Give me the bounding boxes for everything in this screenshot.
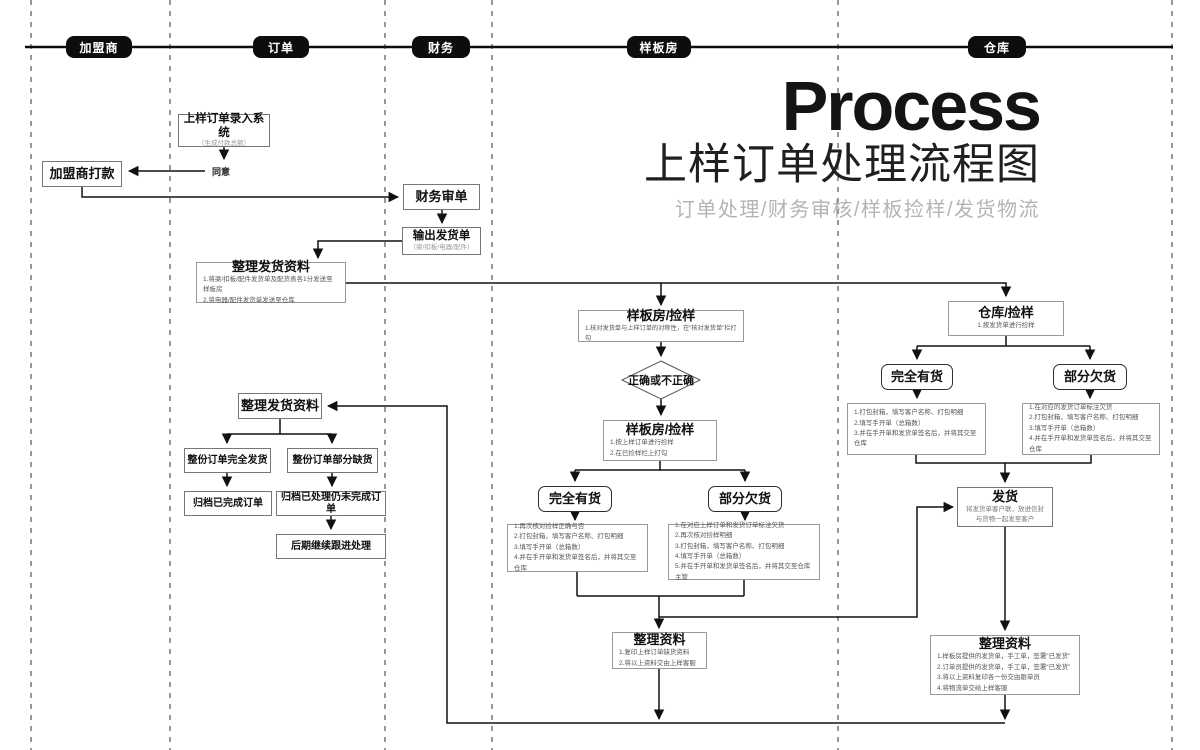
node-prep1-item: 2.将电器/配件发货单发送至仓库: [203, 296, 295, 304]
node-organize-sample-item: 1.复印上样订单缺货资料: [619, 649, 690, 657]
node-warehouse-pick: 仓库/捡样 1.按发货单进行捡样: [948, 301, 1064, 336]
node-prep-shipping-docs-2: 整理发货资料: [238, 393, 322, 419]
title-block: Process 上样订单处理流程图 订单处理/财务审核/样板捡样/发货物流: [644, 67, 1042, 222]
node-archive-done-title: 归档已完成订单: [193, 497, 263, 509]
node-ship-item: 将发货单客户联，放进信封: [966, 506, 1044, 514]
lane-finance-label: 财务: [427, 40, 454, 55]
node-sample-check1-title: 样板房/捡样: [626, 307, 696, 323]
node-partial-short-warehouse-title: 部分欠货: [1063, 368, 1116, 384]
node-prep1-item: 1.将梁/扣板/配件发货单及配货表各1分发送至样板房: [203, 276, 333, 294]
node-organize-warehouse-item: 4.将物流单交给上样客服: [937, 684, 1008, 692]
node-organize-warehouse-item: 3.将以上资料复印各一份交由跟单员: [937, 674, 1040, 682]
node-full-stock-warehouse-steps: 1.打包封箱，填写客户名称、打包明细 2.填写手开单（总箱数） 3.并在手开单和…: [847, 403, 986, 455]
node-partial-short-sample-steps: 1.在对应上样订单和发货订单标注欠货 2.再次核对捡样明细 3.打包封箱，填写客…: [668, 521, 820, 581]
lane-franchisee-label: 加盟商: [79, 40, 119, 55]
lane-order-label: 订单: [267, 40, 294, 55]
node-payment-title: 加盟商打款: [49, 165, 115, 181]
node-sample-room-check-1: 样板房/捡样 1.核对发货单与上样订单的对称性，在“核对发货单”栏打勾: [578, 307, 744, 343]
steps-item: 2.打包封箱，填写客户名称、打包明细: [1029, 414, 1139, 422]
node-sample-check2-item: 1.按上样订单进行捡样: [610, 439, 674, 447]
title-tagline: 订单处理/财务审核/样板捡样/发货物流: [674, 199, 1040, 222]
node-partial-short-warehouse: 部分欠货: [1053, 364, 1127, 390]
node-sample-check2-item: 2.在已捡样栏上打勾: [610, 449, 668, 457]
node-organize-warehouse: 整理资料 1.样板房提供的发货单，手工单，签署“已发货” 2.订单员提供的发货单…: [930, 635, 1080, 695]
steps-item: 2.打包封箱，填写客户名称、打包明细: [514, 533, 624, 541]
steps-item: 1.在对应上样订单和发货订单标注欠货: [675, 521, 785, 529]
node-partial-short-order: 整份订单部分缺货: [287, 448, 378, 473]
node-ship-item: 与货物一起发至客户: [975, 516, 1035, 524]
node-output-invoice-note: （梁/扣板/电器/配件）: [409, 244, 474, 251]
node-archive-done: 归档已完成订单: [184, 491, 272, 516]
node-partial-short-order-title: 整份订单部分缺货: [292, 454, 373, 466]
node-follow-up-title: 后期继续跟进处理: [291, 540, 371, 552]
lane-order: 订单: [253, 36, 309, 58]
node-full-stock-sample-title: 完全有货: [548, 490, 601, 506]
node-partial-short-warehouse-steps: 1.在对应的发货订单标注欠货 2.打包封箱，填写客户名称、打包明细 3.填写手开…: [1022, 403, 1160, 455]
node-organize-warehouse-item: 2.订单员提供的发货单，手工单，签署“已发货”: [937, 663, 1071, 671]
node-archive-pending-title: 归档已处理仍未完成订单: [281, 491, 381, 515]
node-full-ship-order-title: 整份订单完全发货: [187, 454, 268, 466]
node-warehouse-pick-title: 仓库/捡样: [978, 305, 1034, 321]
node-prep-shipping-docs-1: 整理发货资料 1.将梁/扣板/配件发货单及配货表各1分发送至样板房 2.将电器/…: [196, 258, 346, 304]
node-output-invoice-title: 输出发货单: [412, 230, 471, 243]
steps-item: 3.填写手开单（总箱数）: [514, 543, 585, 551]
label-agree: 同意: [212, 167, 231, 177]
node-organize-sample-title: 整理资料: [633, 631, 686, 647]
steps-item: 1.再次核对捡样正确与否: [514, 523, 585, 531]
lane-sample-room-label: 样板房: [639, 40, 679, 55]
node-archive-pending: 归档已处理仍未完成订单: [276, 491, 386, 516]
steps-item: 1.打包封箱，填写客户名称、打包明细: [854, 409, 964, 417]
node-full-stock-sample: 完全有货: [538, 486, 612, 512]
node-prep1-title: 整理发货资料: [231, 258, 310, 274]
node-prep2-title: 整理发货资料: [241, 397, 320, 413]
steps-item: 3.并在手开单和发货单签名后，并将其交至仓库: [854, 430, 977, 448]
steps-item: 4.填写手开单（总箱数）: [675, 553, 746, 560]
node-order-entry-title: 上样订单录入系统: [183, 112, 265, 139]
node-ship: 发货 将发货单客户联，放进信封 与货物一起发至客户: [957, 487, 1053, 527]
node-ship-title: 发货: [991, 488, 1018, 504]
steps-item: 4.并在手开单和发货单签名后，并将其交至仓库: [1029, 435, 1152, 453]
node-order-entry-note: （生成付款总额）: [198, 140, 250, 148]
node-finance-audit: 财务审单: [403, 184, 480, 210]
node-full-ship-order: 整份订单完全发货: [184, 448, 271, 473]
lane-franchisee: 加盟商: [66, 36, 132, 58]
node-organize-warehouse-title: 整理资料: [978, 636, 1031, 652]
title-sub: 上样订单处理流程图: [644, 140, 1040, 189]
node-sample-room-check-2: 样板房/捡样 1.按上样订单进行捡样 2.在已捡样栏上打勾: [603, 420, 717, 461]
steps-item: 5.并在手开单和发货单签名后，并将其交至仓库主管: [675, 563, 811, 581]
node-partial-short-sample-title: 部分欠货: [718, 490, 771, 506]
title-main: Process: [781, 67, 1042, 145]
node-full-stock-warehouse: 完全有货: [881, 364, 953, 390]
node-sample-check1-item: 1.核对发货单与上样订单的对称性，在“核对发货单”栏打勾: [585, 325, 737, 343]
lane-sample-room: 样板房: [627, 36, 691, 58]
lane-warehouse: 仓库: [968, 36, 1026, 58]
node-sample-check2-title: 样板房/捡样: [625, 421, 695, 437]
node-full-stock-warehouse-title: 完全有货: [890, 368, 943, 384]
node-full-stock-sample-steps: 1.再次核对捡样正确与否 2.打包封箱，填写客户名称、打包明细 3.填写手开单（…: [507, 523, 648, 572]
node-partial-short-sample: 部分欠货: [708, 486, 782, 512]
node-organize-sample: 整理资料 1.复印上样订单缺货资料 2.将以上资料交由上样客服: [612, 632, 707, 669]
steps-item: 2.再次核对捡样明细: [675, 532, 733, 540]
lane-finance: 财务: [412, 36, 470, 58]
steps-item: 2.填写手开单（总箱数）: [854, 419, 925, 427]
node-payment: 加盟商打款: [42, 161, 122, 187]
node-warehouse-pick-item: 1.按发货单进行捡样: [977, 322, 1035, 330]
steps-item: 4.并在手开单和发货单签名后，并将其交至仓库: [514, 554, 637, 572]
node-follow-up: 后期继续跟进处理: [276, 534, 386, 559]
steps-item: 3.填写手开单（总箱数）: [1029, 424, 1100, 432]
steps-item: 1.在对应的发货订单标注欠货: [1029, 404, 1113, 412]
node-output-invoice: 输出发货单 （梁/扣板/电器/配件）: [402, 227, 481, 255]
lane-warehouse-label: 仓库: [983, 40, 1010, 55]
node-finance-audit-title: 财务审单: [415, 188, 468, 204]
node-order-entry: 上样订单录入系统 （生成付款总额）: [178, 112, 270, 148]
decision-label: 正确或不正确: [628, 375, 694, 387]
node-organize-warehouse-item: 1.样板房提供的发货单，手工单，签署“已发货”: [937, 653, 1071, 661]
node-organize-sample-item: 2.将以上资料交由上样客服: [619, 659, 696, 667]
steps-item: 3.打包封箱，填写客户名称、打包明细: [675, 542, 785, 550]
